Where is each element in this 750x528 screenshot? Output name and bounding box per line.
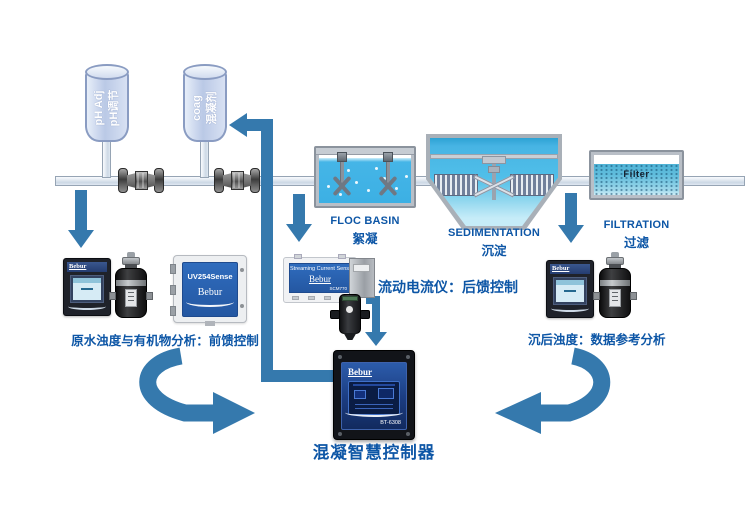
- filter-media-speckle: [594, 164, 679, 195]
- analyzer-brand: Bebur: [552, 265, 570, 272]
- curved-arrow-right-path: [541, 347, 611, 422]
- filtration-title-en: FILTRATION: [603, 219, 670, 231]
- controller-model: BT-6308: [380, 420, 401, 426]
- raw-sample-down-arrow-icon: [68, 230, 94, 248]
- tank-cap: [85, 64, 129, 80]
- sedimentation-title-zh: 沉淀: [481, 244, 507, 258]
- pump-cone: [146, 173, 155, 188]
- settled-sample-down-arrow-icon: [558, 225, 584, 243]
- scm-sample-arrow-shaft: [293, 194, 305, 224]
- streaming-current-caption: 流动电流仪：后馈控制: [378, 279, 518, 295]
- uv254-panel: UV254Sense Bebur: [182, 262, 238, 317]
- analyzer-header: Bebur: [550, 264, 590, 274]
- feedback-line-top: [247, 119, 262, 131]
- floc-basin-label: FLOC BASIN 絮凝: [314, 215, 416, 247]
- scm-mount-bracket: [349, 258, 375, 298]
- raw-sample-arrow-shaft: [75, 190, 87, 230]
- controller-caption: 混凝智慧控制器: [312, 444, 436, 462]
- feedback-left-arrow-icon: [229, 113, 247, 137]
- pump-flange: [214, 168, 224, 193]
- floc-basin: [314, 146, 416, 208]
- pump-cone: [242, 173, 251, 188]
- pump-flange: [250, 168, 260, 193]
- sedimentation-water: [430, 138, 558, 226]
- floc-mixer: [330, 152, 354, 198]
- ph-adjust-tank: pH Adj pH调节: [85, 64, 129, 142]
- controller-face: Bebur BT-6308: [341, 362, 407, 430]
- pump-cone: [127, 173, 136, 188]
- feedback-line-vertical: [261, 119, 273, 382]
- ph-tank-label: pH Adj pH调节: [92, 90, 122, 127]
- coag-tank-label-en: coag: [191, 95, 204, 121]
- scraper-shaft: [492, 164, 496, 200]
- controller-swoosh: [345, 408, 403, 417]
- sedimentation-basin-label: SEDIMENTATION 沉淀: [426, 227, 562, 259]
- filtration-basin-label: FILTRATION 过滤: [589, 219, 684, 251]
- floc-basin-title-en: FLOC BASIN: [330, 215, 400, 227]
- floc-basin-title-zh: 絮凝: [352, 232, 378, 246]
- pump-flange: [118, 168, 128, 193]
- sedimentation-basin: [426, 134, 562, 230]
- tank-cap: [183, 64, 227, 80]
- filter-media-label: Filter: [623, 169, 650, 180]
- pump-flange: [154, 168, 164, 193]
- feedback-line-bottom: [261, 370, 335, 382]
- pump-cone: [223, 173, 232, 188]
- scm-sample-down-arrow-icon: [286, 224, 312, 242]
- filtration-title-zh: 过滤: [623, 236, 649, 250]
- analyzer-screen: [553, 277, 587, 305]
- scraper-motor: [482, 156, 506, 164]
- curved-arrow-left-icon: [139, 347, 255, 434]
- coag-dosing-pump: [214, 168, 260, 193]
- analyzer-swoosh: [68, 303, 106, 310]
- ph-tank-stem-pipe: [102, 140, 111, 178]
- coagulant-tank: coag 混凝剂: [183, 64, 227, 142]
- coag-tank-stem-pipe: [200, 140, 209, 178]
- floc-rim: [316, 148, 414, 155]
- scm-brand: Bebur: [309, 274, 331, 284]
- scraper-gearbox: [488, 166, 500, 173]
- coagulation-controller: Bebur BT-6308: [333, 350, 415, 440]
- analyzer-swoosh: [551, 305, 589, 312]
- uv254-analyzer: UV254Sense Bebur: [170, 255, 247, 326]
- filtration-freeboard: Filter: [594, 155, 679, 195]
- scm-model: SCM770: [329, 286, 347, 291]
- curved-arrow-left-path: [139, 347, 213, 422]
- pump-barrel: [231, 171, 244, 190]
- scm-panel: Streaming Current Sensor Bebur SCM770: [289, 263, 354, 293]
- sedimentation-title-en: SEDIMENTATION: [447, 227, 541, 239]
- curved-arrow-right-icon: [495, 347, 611, 434]
- ph-tank-label-en: pH Adj: [93, 90, 106, 126]
- controller-brand: Bebur: [348, 367, 373, 377]
- pump-barrel: [135, 171, 148, 190]
- curved-arrow-left-head: [213, 392, 255, 434]
- analyzer-screen: [70, 275, 104, 303]
- analyzer-brand: Bebur: [69, 263, 87, 270]
- scm-probe: [330, 294, 370, 340]
- ph-dosing-pump: [118, 168, 164, 193]
- ph-tank-label-zh: pH调节: [108, 89, 120, 127]
- post-turbidity-caption: 沉后浊度：数据参考分析: [528, 333, 666, 347]
- settled-turbidity-analyzer: Bebur: [546, 260, 594, 318]
- curved-arrow-right-head: [495, 392, 541, 434]
- uv254-swoosh: [186, 297, 234, 307]
- settled-sample-arrow-shaft: [565, 193, 577, 225]
- filtration-basin: Filter: [589, 150, 684, 200]
- raw-turbidity-analyzer: Bebur: [63, 258, 111, 316]
- floc-mixer: [376, 152, 400, 198]
- raw-analysis-caption: 原水浊度与有机物分析：前馈控制: [71, 334, 259, 348]
- scm-to-controller-down-arrow-icon: [365, 332, 387, 346]
- uv254-model: UV254Sense: [187, 272, 233, 281]
- settled-turbidity-probe: [593, 252, 637, 320]
- streaming-current-sensor-box: Streaming Current Sensor Bebur SCM770: [283, 254, 357, 303]
- coag-tank-label-zh: 混凝剂: [206, 91, 218, 125]
- scm-title: Streaming Current Sensor: [290, 266, 354, 272]
- filter-media: Filter: [594, 164, 679, 195]
- scm-to-controller-elbow-v: [372, 296, 380, 332]
- raw-turbidity-probe: [109, 252, 153, 320]
- uv254-brand: Bebur: [197, 287, 223, 298]
- coag-tank-label: coag 混凝剂: [190, 92, 220, 125]
- analyzer-header: Bebur: [67, 262, 107, 272]
